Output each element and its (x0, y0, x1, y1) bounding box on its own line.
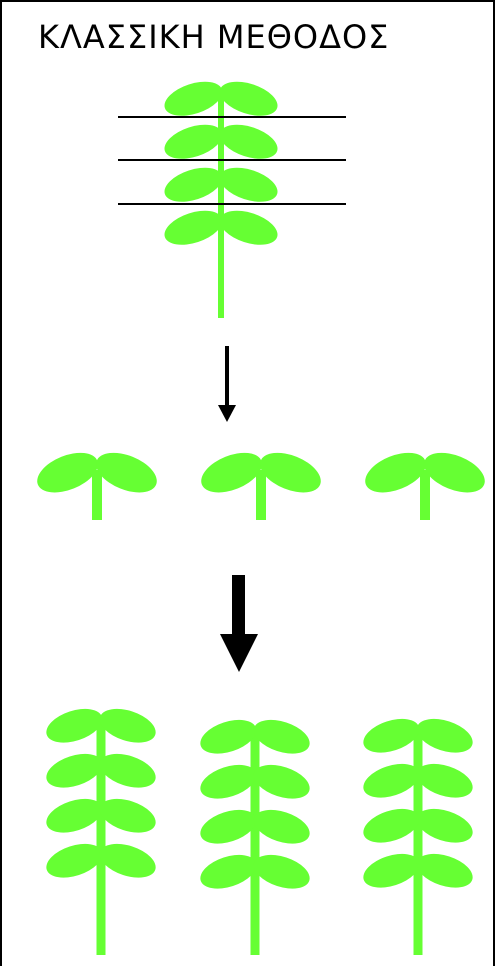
leaf (46, 708, 103, 743)
leaf (99, 708, 156, 743)
cutting (201, 452, 321, 520)
cut-lines (118, 116, 346, 205)
leaf (200, 809, 257, 844)
leaf (201, 452, 262, 493)
leaf (416, 853, 473, 888)
leaf (99, 798, 156, 833)
cutting (37, 452, 157, 520)
leaf (200, 854, 257, 889)
leaf (253, 809, 310, 844)
leaf (424, 452, 485, 493)
grown-plant (46, 708, 156, 955)
stem (420, 470, 430, 520)
leaf (200, 764, 257, 799)
thick-arrow-down-icon (220, 575, 258, 672)
leaf (363, 808, 420, 843)
leaf (46, 843, 103, 878)
leaf (219, 81, 278, 116)
grown-plant (200, 719, 310, 955)
stem (92, 470, 102, 520)
cuttings (37, 452, 485, 520)
leaf (416, 763, 473, 798)
arrow-shaft (232, 575, 245, 637)
leaf (363, 853, 420, 888)
cutting (365, 452, 485, 520)
leaf (365, 452, 426, 493)
leaf (219, 167, 278, 202)
leaf (260, 452, 321, 493)
leaf (363, 763, 420, 798)
diagram-title: ΚΛΑΣΣΙΚΗ ΜΕΘΟΔΟΣ (38, 18, 390, 56)
leaf (253, 854, 310, 889)
leaf (253, 719, 310, 754)
arrow-head (220, 634, 258, 672)
leaf (164, 167, 223, 202)
leaf (253, 764, 310, 799)
leaf (416, 808, 473, 843)
leaf (219, 210, 278, 245)
leaf (37, 452, 98, 493)
leaf (219, 124, 278, 159)
stem (250, 728, 260, 955)
leaf (164, 210, 223, 245)
leaf (99, 753, 156, 788)
leaf (164, 81, 223, 116)
leaf (46, 798, 103, 833)
grown-plant (363, 718, 473, 955)
stem (413, 727, 423, 955)
leaf (416, 718, 473, 753)
leaf (363, 718, 420, 753)
stem (256, 470, 266, 520)
mother-plant (164, 81, 278, 318)
leaf (46, 753, 103, 788)
leaf (99, 843, 156, 878)
thin-arrow-down-icon (218, 346, 236, 422)
leaf (164, 124, 223, 159)
stem (96, 717, 106, 955)
leaf (200, 719, 257, 754)
leaf (96, 452, 157, 493)
grown-plants (46, 708, 473, 955)
arrow-head (218, 405, 236, 422)
